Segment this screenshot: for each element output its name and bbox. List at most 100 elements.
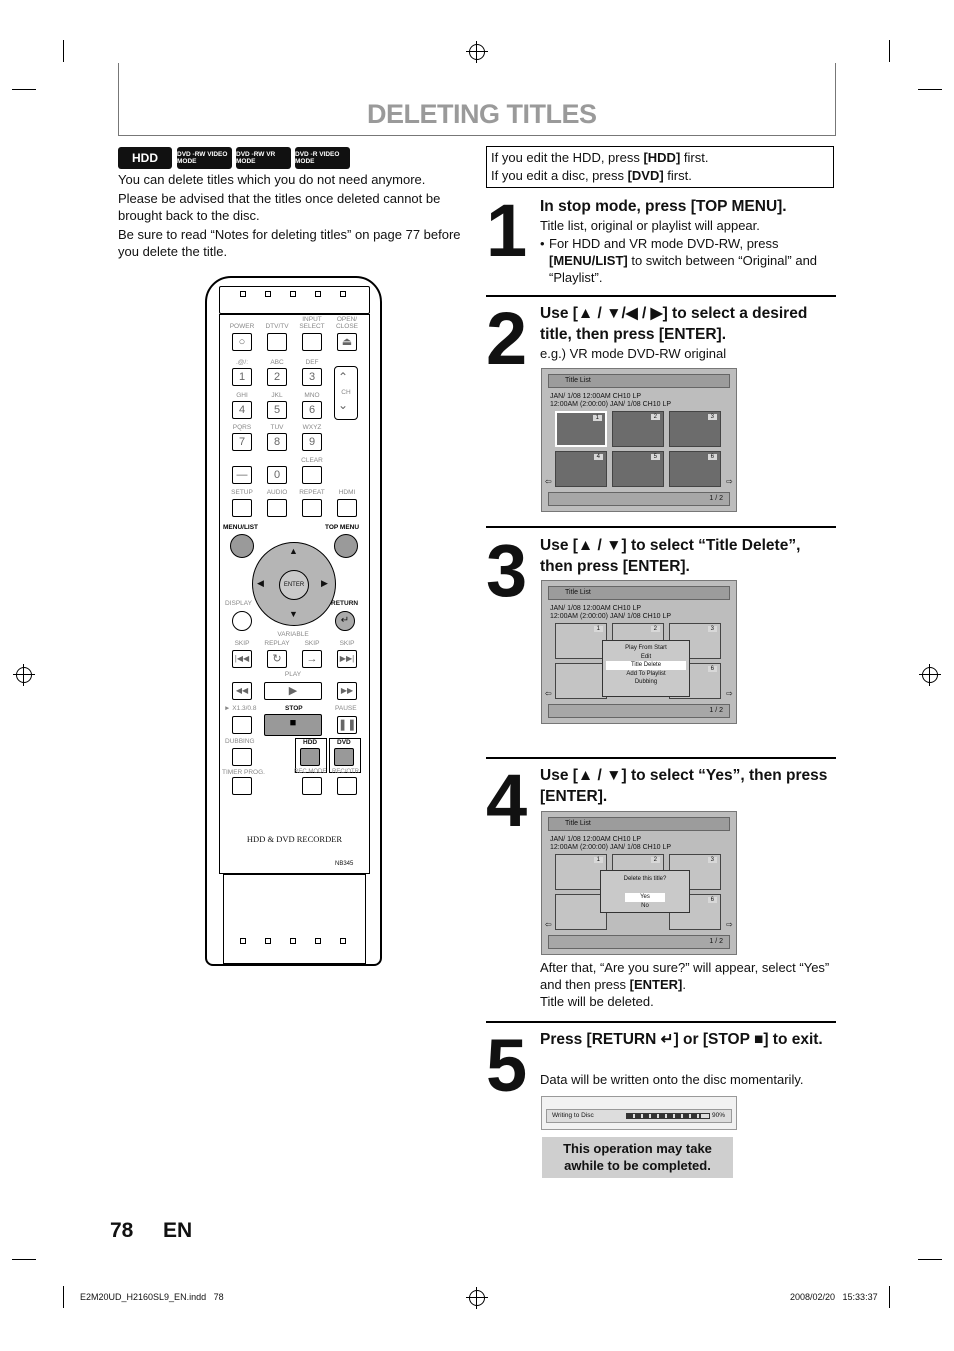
note-text: If you edit a disc, press bbox=[491, 168, 628, 183]
hdd-label: HDD bbox=[303, 739, 318, 746]
setup-button[interactable] bbox=[232, 499, 252, 517]
top-menu-label: TOP MENU bbox=[325, 524, 360, 531]
thumbnail-number: 6 bbox=[707, 666, 717, 672]
arrow-left-icon[interactable]: ◀ bbox=[257, 578, 264, 588]
hdd-badge-label: HDD bbox=[132, 151, 158, 165]
key-2-button[interactable]: 2 bbox=[267, 368, 287, 386]
pause-button[interactable]: ❚❚ bbox=[337, 716, 357, 734]
key-label: ABC bbox=[270, 359, 284, 366]
rewind-button[interactable]: ◀◀ bbox=[232, 682, 252, 700]
rec-otr-button[interactable] bbox=[337, 777, 357, 795]
menu-list-label: MENU/LIST bbox=[223, 524, 259, 531]
skip-back-button[interactable]: |◀◀ bbox=[232, 650, 252, 668]
title-thumbnail[interactable] bbox=[555, 894, 607, 930]
audio-button[interactable] bbox=[267, 499, 287, 517]
replay-button[interactable]: ↻ bbox=[267, 650, 287, 668]
arrow-down-icon[interactable]: ▼ bbox=[289, 609, 298, 619]
key-0-button[interactable]: 0 bbox=[267, 466, 287, 484]
timer-prog-button[interactable] bbox=[232, 777, 252, 795]
footer-timestamp: 2008/02/20 15:33:37 bbox=[790, 1292, 878, 1302]
title-thumbnail-selected[interactable]: 1 bbox=[555, 411, 607, 447]
title-thumbnail[interactable]: 1 bbox=[555, 623, 607, 659]
dvd-r-video-badge: DVD -R VIDEO MODE bbox=[295, 147, 350, 169]
skip-label: SKIP bbox=[339, 640, 355, 647]
arrow-up-icon[interactable]: ▲ bbox=[289, 546, 298, 556]
display-button[interactable] bbox=[232, 611, 252, 631]
screen-page-indicator: 1 / 2 bbox=[548, 492, 730, 506]
title-thumbnail[interactable]: 6 bbox=[669, 451, 721, 487]
title-thumbnail[interactable]: 2 bbox=[612, 411, 664, 447]
slow-button[interactable] bbox=[232, 716, 252, 734]
page-next-icon[interactable]: ⇨ bbox=[726, 920, 733, 929]
thumbnail-number: 6 bbox=[707, 897, 717, 903]
info-line: JAN/ 1/08 12:00AM CH10 LP bbox=[550, 393, 642, 400]
dash-button[interactable]: — bbox=[232, 466, 252, 484]
arrow-right-icon[interactable]: ▶ bbox=[321, 578, 328, 588]
enter-button[interactable]: ENTER bbox=[279, 570, 309, 600]
registration-mark-icon bbox=[919, 664, 941, 686]
menu-list-button[interactable] bbox=[230, 534, 254, 558]
key-5-button[interactable]: 5 bbox=[267, 401, 287, 419]
key-6-button[interactable]: 6 bbox=[302, 401, 322, 419]
dtv-tv-button[interactable] bbox=[267, 333, 287, 351]
note-key: [HDD] bbox=[643, 150, 681, 165]
key-4-button[interactable]: 4 bbox=[232, 401, 252, 419]
page-next-icon[interactable]: ⇨ bbox=[726, 477, 733, 486]
skip-forward-button[interactable]: → bbox=[302, 650, 322, 668]
fast-forward-button[interactable]: ▶▶ bbox=[337, 682, 357, 700]
title-thumbnail[interactable]: 1 bbox=[555, 854, 607, 890]
title-thumbnail[interactable] bbox=[555, 663, 607, 699]
remote-indicator bbox=[240, 291, 246, 297]
bullet-text: to switch between “Original” and “Playli… bbox=[549, 253, 818, 285]
thumbnail-number: 3 bbox=[707, 857, 717, 863]
key-label: PQRS bbox=[232, 424, 252, 431]
key-9-button[interactable]: 9 bbox=[302, 433, 322, 451]
step-description: Title list, original or playlist will ap… bbox=[540, 218, 760, 233]
menu-item-play-from-start[interactable]: Play From Start bbox=[625, 645, 667, 651]
key-1-button[interactable]: 1 bbox=[232, 368, 252, 386]
dubbing-button[interactable] bbox=[232, 748, 252, 766]
play-button[interactable]: ▶ bbox=[264, 682, 322, 700]
menu-item-title-delete[interactable]: Title Delete bbox=[606, 661, 686, 670]
skip-next-button[interactable]: ▶▶| bbox=[337, 650, 357, 668]
channel-rocker-button[interactable] bbox=[334, 366, 358, 420]
title-thumbnail[interactable]: 3 bbox=[669, 411, 721, 447]
intro-line: You can delete titles which you do not n… bbox=[118, 172, 426, 187]
key-8-button[interactable]: 8 bbox=[267, 433, 287, 451]
clear-button[interactable] bbox=[302, 466, 322, 484]
input-select-button[interactable] bbox=[302, 333, 322, 351]
menu-item-dubbing[interactable]: Dubbing bbox=[634, 679, 658, 685]
intro-line: Please be advised that the titles once d… bbox=[118, 191, 441, 223]
confirm-yes-option[interactable]: Yes bbox=[625, 893, 665, 902]
dvd-button-frame bbox=[329, 738, 361, 773]
step-number: 4 bbox=[486, 759, 527, 842]
hdd-button[interactable] bbox=[300, 748, 320, 766]
title-thumbnail[interactable]: 4 bbox=[555, 451, 607, 487]
menu-item-add-to-playlist[interactable]: Add To Playlist bbox=[626, 670, 666, 677]
power-button[interactable]: ○ bbox=[232, 333, 252, 351]
page-prev-icon[interactable]: ⇦ bbox=[545, 689, 552, 698]
top-menu-button[interactable] bbox=[334, 534, 358, 558]
setup-label: SETUP bbox=[231, 489, 253, 496]
key-7-button[interactable]: 7 bbox=[232, 433, 252, 451]
title-thumbnail[interactable]: 5 bbox=[612, 451, 664, 487]
confirm-no-option[interactable]: No bbox=[641, 903, 649, 909]
channel-up-icon: ⌃ bbox=[338, 370, 349, 384]
key-3-button[interactable]: 3 bbox=[302, 368, 322, 386]
return-button[interactable]: ↵ bbox=[335, 611, 355, 631]
thumbnail-number: 2 bbox=[650, 857, 660, 863]
language-code: EN bbox=[163, 1219, 193, 1242]
rec-mode-button[interactable] bbox=[302, 777, 322, 795]
page-prev-icon[interactable]: ⇦ bbox=[545, 920, 552, 929]
thumbnail-number: 4 bbox=[593, 454, 603, 460]
info-line: JAN/ 1/08 12:00AM CH10 LP bbox=[550, 605, 642, 612]
hdmi-button[interactable] bbox=[337, 499, 357, 517]
open-close-button[interactable]: ⏏ bbox=[337, 333, 357, 351]
dvd-button[interactable] bbox=[334, 748, 354, 766]
page-next-icon[interactable]: ⇨ bbox=[726, 689, 733, 698]
repeat-button[interactable] bbox=[302, 499, 322, 517]
page-prev-icon[interactable]: ⇦ bbox=[545, 477, 552, 486]
menu-item-edit[interactable]: Edit bbox=[640, 653, 652, 660]
info-line: JAN/ 1/08 12:00AM CH10 LP bbox=[550, 836, 642, 843]
stop-button[interactable]: ■ bbox=[264, 714, 322, 736]
